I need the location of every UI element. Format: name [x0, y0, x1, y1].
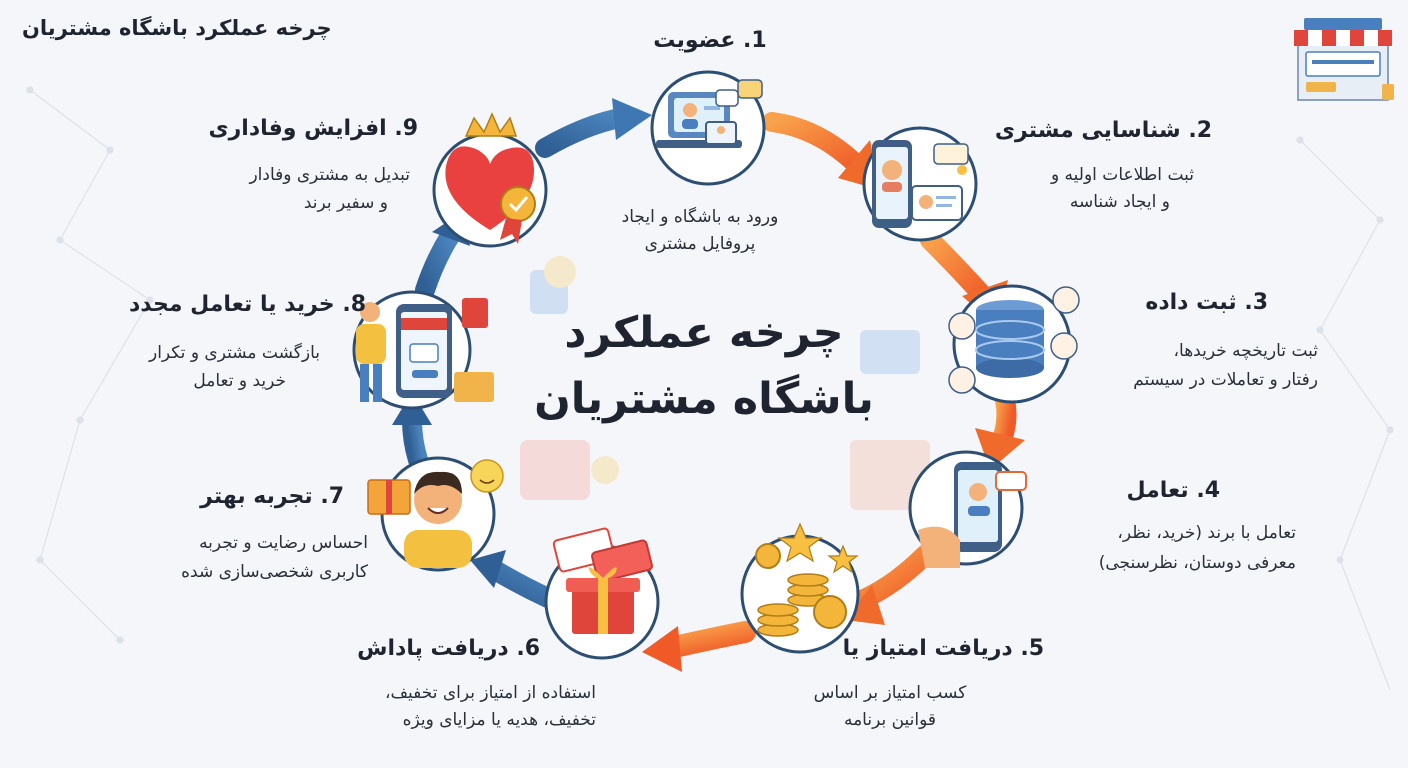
corner-title: چرخه عملکرد باشگاه مشتریان [22, 16, 332, 40]
arrowhead-9-1 [612, 98, 652, 140]
step-5-title: 5. دریافت امتیاز یا [842, 636, 1044, 661]
step-4-title: 4. تعامل [1126, 478, 1220, 503]
gift-voucher-icon [544, 527, 660, 660]
step-6-title: 6. دریافت پاداش [357, 636, 540, 661]
happy-customer-icon [367, 456, 504, 572]
arrow-8-9 [415, 226, 460, 300]
arrow-1-2 [762, 112, 870, 178]
coins-stars-icon [740, 522, 860, 654]
step-6-desc-line2: تخفیف، هدیه یا مزایای ویژه [402, 710, 596, 730]
center-title: چرخه عملکرد باشگاه مشتریان [524, 300, 884, 432]
online-store-awning-icon [1294, 18, 1394, 101]
database-icon [948, 284, 1080, 404]
center-title-line2: باشگاه مشتریان [534, 374, 874, 424]
arrow-5-6 [659, 621, 756, 659]
arrow-7-8 [402, 410, 428, 470]
step-9-title: 9. افزایش وفاداری [208, 116, 418, 141]
arrow-9-1 [535, 108, 630, 158]
step-3-desc-line2: رفتار و تعاملات در سیستم [1133, 370, 1318, 390]
step-8-desc-line2: خرید و تعامل [193, 371, 286, 391]
step-2-title: 2. شناسایی مشتری [994, 118, 1212, 143]
step-9-desc-line1: تبدیل به مشتری وفادار [249, 165, 410, 185]
step-4-desc-line1: تعامل با برند (خرید، نظر، [1117, 523, 1296, 543]
step-5-desc-line1: کسب امتیاز بر اساس [813, 683, 967, 703]
step-3-title: 3. ثبت داده [1145, 290, 1268, 315]
step-1-desc-line2: پروفایل مشتری [644, 234, 756, 254]
id-card-phone-icon [862, 126, 978, 242]
arrow-2-3 [920, 230, 995, 308]
repeat-shopping-icon [352, 290, 494, 410]
center-decor [520, 256, 930, 510]
step-1-title: 1. عضویت [653, 28, 767, 53]
arrow-6-7 [485, 560, 558, 608]
step-5-desc-line2: قوانین برنامه [843, 710, 937, 730]
arrowhead-6-7 [470, 550, 506, 588]
center-title-line1: چرخه عملکرد [564, 308, 844, 358]
arrowhead-5-6 [642, 626, 682, 672]
step-9-desc-line2: و سفیر برند [303, 193, 388, 213]
step-2-desc-line1: ثبت اطلاعات اولیه و [1050, 165, 1194, 185]
step-2-desc-line2: و ایجاد شناسه [1069, 192, 1170, 212]
cycle-arrows [392, 98, 1025, 672]
phone-chat-icon [908, 450, 1027, 568]
heart-crown-icon [432, 112, 548, 248]
step-8-desc-line1: بازگشت مشتری و تکرار [148, 343, 320, 363]
step-8-title: 8. خرید یا تعامل مجدد [128, 292, 366, 317]
step-7-title: 7. تجربه بهتر [200, 484, 344, 509]
laptop-profile-icon [650, 70, 766, 186]
step-6-desc-line1: استفاده از امتیاز برای تخفیف، [384, 683, 596, 703]
step-7-desc-line2: کاربری شخصی‌سازی شده [181, 562, 368, 582]
step-1-desc-line1: ورود به باشگاه و ایجاد [621, 207, 779, 227]
step-3-desc-line1: ثبت تاریخچه خریدها، [1173, 341, 1318, 361]
step-7-desc-line1: احساس رضایت و تجربه [199, 533, 368, 553]
step-4-desc-line2: معرفی دوستان، نظرسنجی) [1098, 553, 1296, 573]
